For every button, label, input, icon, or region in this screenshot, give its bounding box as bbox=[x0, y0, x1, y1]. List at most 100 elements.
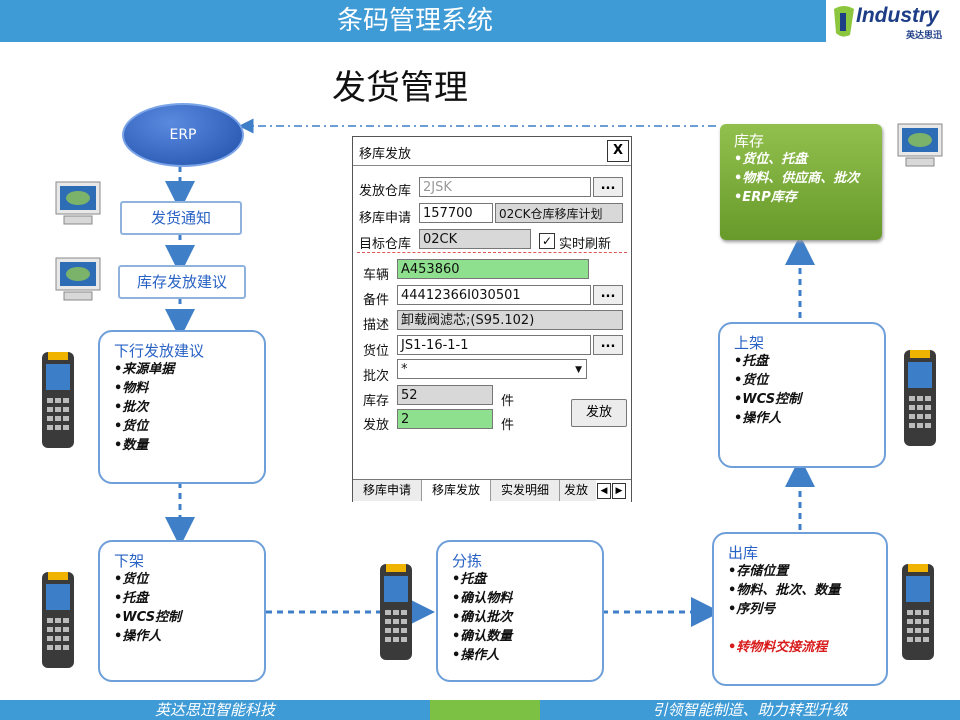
ship-notice-box: 发货通知 bbox=[120, 201, 242, 235]
issue-unit: 件 bbox=[501, 418, 515, 433]
tab-transfer-request[interactable]: 移库申请 bbox=[353, 480, 422, 501]
part-input[interactable]: 44412366I030501 bbox=[397, 285, 591, 305]
app-title: 条码管理系统 bbox=[336, 6, 493, 36]
list-item: •物料、供应商、批次 bbox=[734, 171, 860, 186]
list-item: •存储位置 bbox=[728, 564, 789, 579]
list-item: •操作人 bbox=[452, 648, 500, 663]
outbound-title: 出库 bbox=[728, 544, 759, 562]
desc-label: 描述 bbox=[363, 318, 390, 333]
shelve-box: 上架 •托盘 •货位 •WCS控制 •操作人 bbox=[718, 322, 886, 468]
request-field[interactable]: 157700 bbox=[419, 203, 493, 223]
issue-qty-input[interactable]: 2 bbox=[397, 409, 493, 429]
window-titlebar: 移库发放 X bbox=[353, 137, 631, 166]
list-item: •批次 bbox=[114, 400, 149, 415]
list-item bbox=[728, 619, 840, 638]
divider bbox=[357, 252, 627, 253]
list-item: •确认数量 bbox=[452, 629, 513, 644]
stock-unit: 件 bbox=[501, 394, 515, 409]
logo-subtext: 英达思迅 bbox=[906, 31, 943, 41]
list-item: •托盘 bbox=[452, 572, 487, 587]
transfer-issue-window: 移库发放 X 发放仓库 2JSK ... 移库申请 157700 02CK仓库移… bbox=[352, 136, 632, 502]
tab-issue-detail[interactable]: 实发明细 bbox=[491, 480, 560, 501]
request-label: 移库申请 bbox=[359, 211, 412, 226]
close-button[interactable]: X bbox=[607, 140, 629, 162]
list-item: •托盘 bbox=[734, 354, 769, 369]
stock-label: 库存 bbox=[363, 394, 390, 409]
footer-bar: 英达思迅智能科技 引领智能制造、助力转型升级 bbox=[0, 700, 960, 720]
warehouse-field[interactable]: 2JSK bbox=[419, 177, 591, 197]
target-label: 目标仓库 bbox=[359, 237, 412, 252]
request-plan-field: 02CK仓库移库计划 bbox=[495, 203, 623, 223]
list-item-highlight: •转物料交接流程 bbox=[728, 640, 828, 655]
list-item: •WCS控制 bbox=[734, 392, 802, 407]
location-input[interactable]: JS1-16-1-1 bbox=[397, 335, 591, 355]
list-item: •来源单据 bbox=[114, 362, 175, 377]
barcode-scanner-icon bbox=[904, 350, 936, 446]
location-label: 货位 bbox=[363, 344, 390, 359]
list-item: •操作人 bbox=[114, 629, 162, 644]
barcode-scanner-icon bbox=[42, 352, 74, 448]
barcode-scanner-icon bbox=[902, 564, 934, 660]
warehouse-label: 发放仓库 bbox=[359, 184, 412, 199]
barcode-scanner-icon bbox=[42, 572, 74, 668]
list-item: •货位 bbox=[114, 572, 149, 587]
list-item: •货位、托盘 bbox=[734, 152, 808, 167]
list-item: •货位 bbox=[734, 373, 769, 388]
window-title: 移库发放 bbox=[359, 147, 412, 162]
location-lookup-button[interactable]: ... bbox=[593, 335, 623, 355]
chevron-down-icon: ▼ bbox=[575, 365, 582, 375]
down-suggest-title: 下行发放建议 bbox=[114, 342, 205, 360]
desc-field: 卸载阀滤芯;(S95.102) bbox=[397, 310, 623, 330]
list-item: •ERP库存 bbox=[734, 190, 797, 205]
tab-next-icon[interactable]: ▶ bbox=[612, 483, 626, 499]
inventory-title: 库存 bbox=[734, 132, 765, 150]
refresh-checkbox[interactable]: ✓ bbox=[539, 233, 555, 249]
pick-down-box: 下架 •货位 •托盘 •WCS控制 •操作人 bbox=[98, 540, 266, 682]
vehicle-label: 车辆 bbox=[363, 268, 390, 283]
shelve-title: 上架 bbox=[734, 334, 765, 352]
part-lookup-button[interactable]: ... bbox=[593, 285, 623, 305]
batch-select[interactable]: * ▼ bbox=[397, 359, 587, 379]
sorting-box: 分拣 •托盘 •确认物料 •确认批次 •确认数量 •操作人 bbox=[436, 540, 604, 682]
issue-label: 发放 bbox=[363, 418, 390, 433]
footer-slogan: 引领智能制造、助力转型升级 bbox=[652, 701, 848, 719]
outbound-box: 出库 •存储位置 •物料、批次、数量 •序列号 •转物料交接流程 bbox=[712, 532, 888, 686]
batch-value: * bbox=[401, 362, 408, 377]
list-item: •确认批次 bbox=[452, 610, 513, 625]
tab-issue[interactable]: 发放 bbox=[560, 480, 596, 501]
logo-mark-icon bbox=[834, 6, 854, 37]
refresh-label: 实时刷新 bbox=[559, 237, 612, 252]
computer-monitor-icon bbox=[55, 257, 101, 301]
inventory-box: 库存 •货位、托盘 •物料、供应商、批次 •ERP库存 bbox=[720, 124, 882, 240]
list-item: •操作人 bbox=[734, 411, 782, 426]
stock-suggest-box: 库存发放建议 bbox=[118, 265, 246, 299]
logo-text: Industry bbox=[856, 4, 939, 27]
part-label: 备件 bbox=[363, 293, 390, 308]
batch-label: 批次 bbox=[363, 369, 390, 384]
list-item: •序列号 bbox=[728, 602, 776, 617]
header-bar: 条码管理系统 Industry 英达思迅 bbox=[0, 0, 960, 42]
computer-monitor-icon bbox=[55, 181, 101, 225]
tab-transfer-issue[interactable]: 移库发放 bbox=[422, 480, 491, 501]
target-field: 02CK bbox=[419, 229, 531, 249]
tab-bar: 移库申请 移库发放 实发明细 发放 ◀ ▶ bbox=[353, 479, 631, 502]
list-item: •确认物料 bbox=[452, 591, 513, 606]
stock-field: 52 bbox=[397, 385, 493, 405]
footer-accent bbox=[430, 700, 540, 720]
tab-prev-icon[interactable]: ◀ bbox=[597, 483, 611, 499]
list-item: •托盘 bbox=[114, 591, 149, 606]
list-item: •货位 bbox=[114, 419, 149, 434]
company-logo: Industry 英达思迅 bbox=[826, 0, 960, 42]
sorting-title: 分拣 bbox=[452, 552, 483, 570]
list-item: •物料 bbox=[114, 381, 149, 396]
pick-down-title: 下架 bbox=[114, 552, 145, 570]
list-item: •WCS控制 bbox=[114, 610, 182, 625]
issue-button[interactable]: 发放 bbox=[571, 399, 627, 427]
footer-company: 英达思迅智能科技 bbox=[154, 701, 275, 719]
down-suggest-box: 下行发放建议 •来源单据 •物料 •批次 •货位 •数量 bbox=[98, 330, 266, 484]
warehouse-lookup-button[interactable]: ... bbox=[593, 177, 623, 197]
erp-node: ERP bbox=[122, 103, 244, 167]
vehicle-input[interactable]: A453860 bbox=[397, 259, 589, 279]
list-item: •数量 bbox=[114, 438, 149, 453]
